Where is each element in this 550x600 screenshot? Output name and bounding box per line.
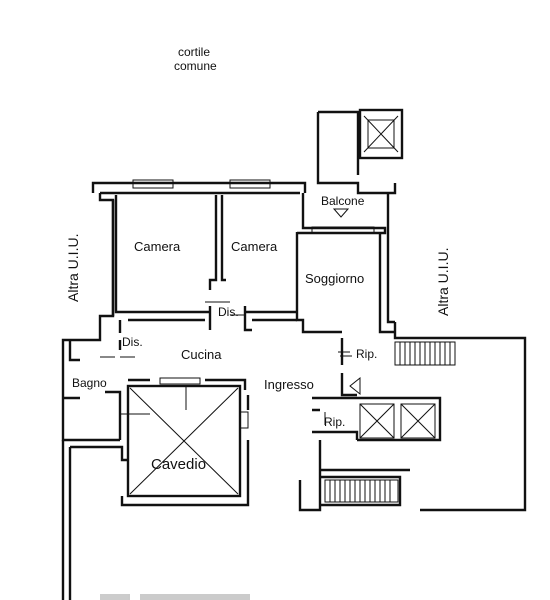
window-camera-1 [132,179,174,189]
entry-arrow [349,376,361,396]
room-label-cavedio: Cavedio [151,456,207,473]
room-label-soggiorno: Soggiorno [305,271,365,286]
lift-2 [400,403,436,439]
room-label-bagno: Bagno [72,376,107,390]
entry-walls [340,338,357,397]
dis-2-walls [68,340,122,362]
dis-wall [208,306,252,332]
door-cavedio [239,411,249,429]
room-label-cucina: Cucina [181,347,222,362]
lower-left-wall-3 [70,445,128,462]
cavedio-cross [129,387,239,495]
lift-2-cross [400,403,436,439]
room-label-rip-2: Rip. [324,415,346,429]
other-unit-right-label: Altra U.I.U. [435,247,451,316]
balcony-frame [316,110,397,195]
lift-1 [359,403,395,439]
courtyard-label-2: comune [174,59,217,73]
cavedio-box [126,384,242,498]
cavedio-bottom-wall [120,440,250,507]
rip-2-walls [312,396,359,440]
room-label-dis-2: Dis. [122,335,143,349]
stair-wall-right [393,322,527,512]
room-label-camera-2: Camera [231,239,278,254]
lift-top [358,108,404,160]
lower-stair-box [320,475,402,507]
outer-wall-top [91,181,307,193]
window-camera-2 [229,179,271,189]
right-outer-wall [386,193,395,324]
camera-2-walls [220,195,297,314]
outer-wall-left [61,193,120,442]
room-label-ingresso: Ingresso [264,377,314,392]
lift-walls [357,396,442,442]
bottom-faded-strip [100,594,250,600]
room-label-dis-1: Dis. [218,305,239,319]
lift-top-inner [367,119,395,149]
lower-core-walls [298,440,410,512]
cucina-bottom [128,378,247,390]
door-soggiorno [338,351,352,357]
window-cucina [159,377,201,385]
cucina-wall-top [118,318,297,333]
window-soggiorno [311,226,375,234]
room-label-camera-1: Camera [134,239,181,254]
room-label-balcone: Balcone [321,194,365,208]
soggiorno-walls [295,232,342,334]
bagno-walls [63,390,122,440]
lift-top-cross [363,115,399,153]
soggiorno-right [378,232,395,334]
stairs-lower [324,479,399,503]
courtyard-label-1: cortile [178,45,211,59]
camera-1-walls [114,195,218,314]
balcony-arrow [332,208,350,218]
dis-door-marks [100,301,245,358]
lift-1-cross [359,403,395,439]
stairs-upper [394,341,456,366]
other-unit-left-label: Altra U.I.U. [65,233,81,302]
room-label-rip-1: Rip. [356,347,378,361]
